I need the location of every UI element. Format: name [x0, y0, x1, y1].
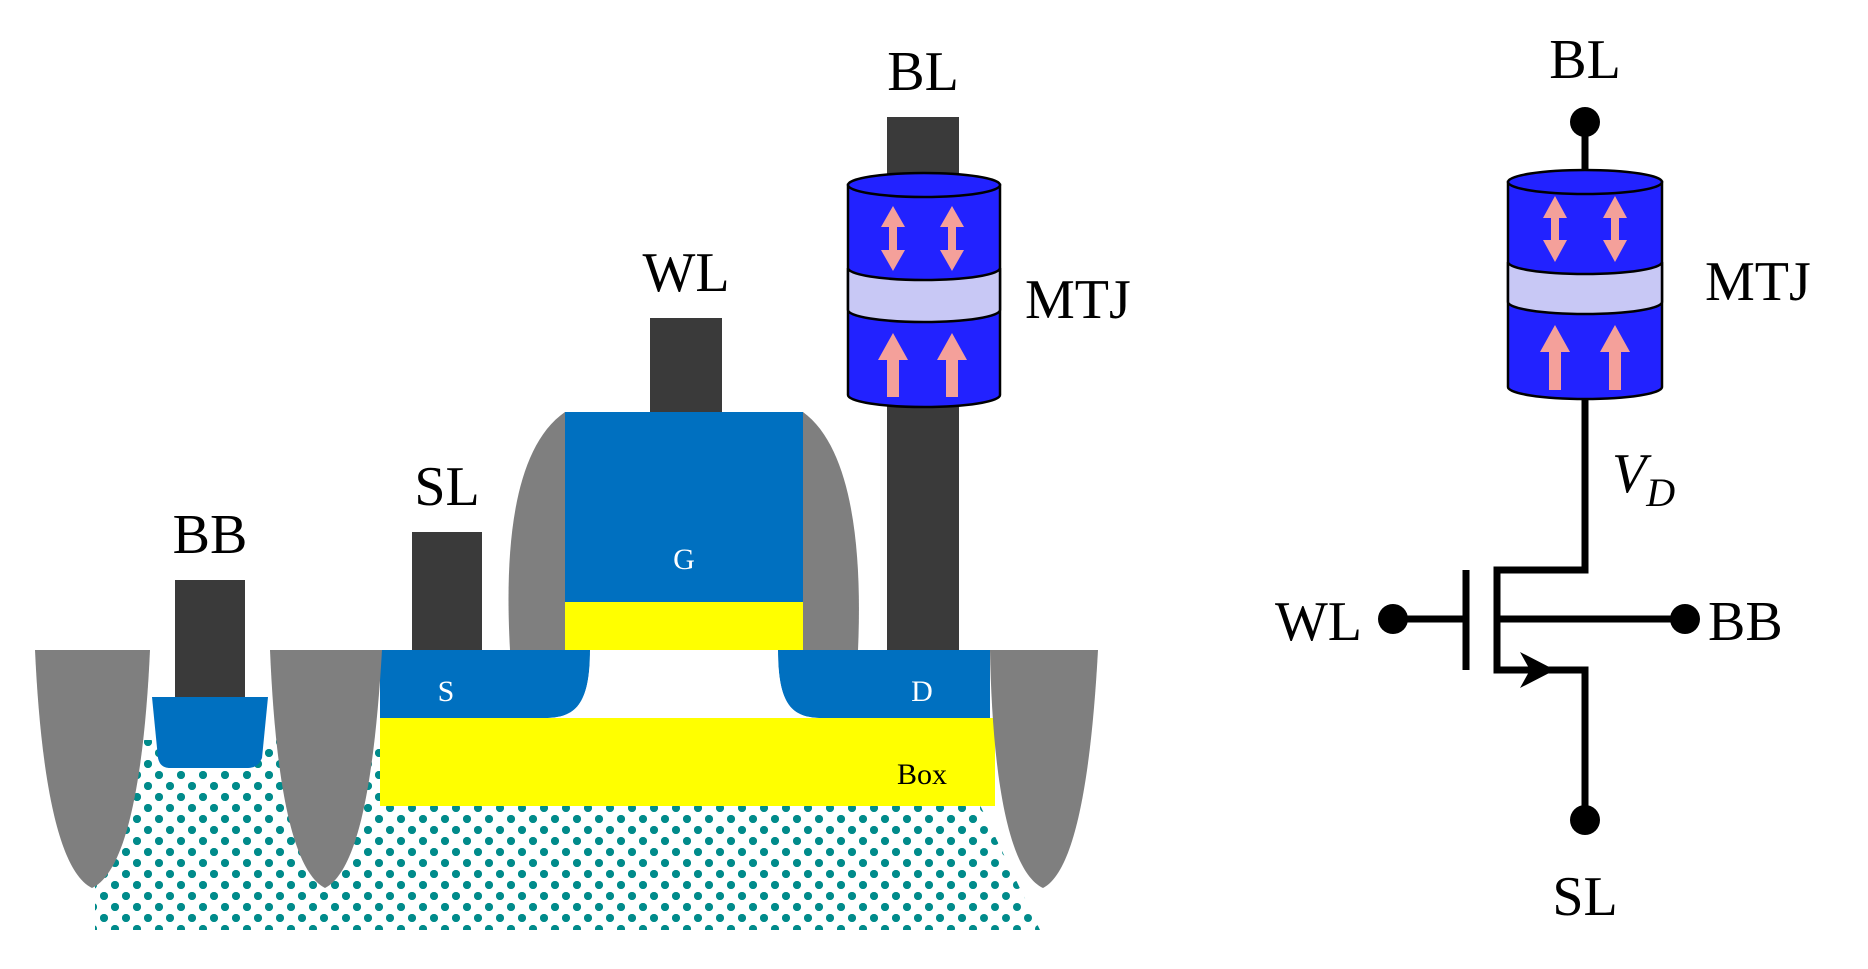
- double-arrow-icon: [940, 206, 964, 271]
- drain-wire: [1493, 399, 1589, 592]
- mtj-top: [846, 171, 1002, 199]
- up-arrow-icon: [1540, 325, 1570, 390]
- circuit-label-vd: VD: [1612, 443, 1675, 515]
- source-region: [380, 650, 590, 718]
- drain-label: D: [911, 675, 933, 708]
- gate-spacer-right: [803, 412, 859, 650]
- body-contact-region: [152, 697, 268, 768]
- trench-middle: [270, 650, 382, 888]
- bb-contact: [175, 580, 245, 697]
- label-wl: WL: [642, 242, 729, 304]
- label-bl: BL: [887, 41, 959, 103]
- mtj-symbol: [1506, 168, 1664, 401]
- label-mtj: MTJ: [1025, 269, 1131, 331]
- up-arrow-icon: [1600, 325, 1630, 390]
- trench-left: [35, 650, 150, 888]
- cross-section: BB SL WL BL MTJ G S D Box: [35, 41, 1131, 930]
- mtj-barrier: [846, 267, 1002, 324]
- double-arrow-icon: [1543, 196, 1567, 262]
- gate-spacer-left: [508, 412, 565, 650]
- mtj-cross-section: [846, 171, 1002, 409]
- drain-region: [778, 650, 990, 718]
- source-label: S: [438, 675, 455, 708]
- label-bb: BB: [173, 504, 248, 566]
- circuit-label-sl: SL: [1552, 866, 1617, 928]
- channel: [545, 650, 822, 718]
- circuit-label-bb: BB: [1708, 591, 1783, 653]
- up-arrow-icon: [878, 333, 908, 397]
- circuit-label-wl: WL: [1275, 591, 1362, 653]
- circuit-label-bl: BL: [1549, 29, 1621, 91]
- wl-contact: [650, 318, 722, 412]
- sl-terminal: [1570, 805, 1600, 835]
- gate-label: G: [673, 543, 695, 576]
- trench-right: [990, 650, 1098, 888]
- circuit-schematic: BL MTJ VD WL BB SL: [1275, 29, 1811, 928]
- source-arrow-icon: [1520, 652, 1555, 688]
- box-layer: [380, 718, 995, 806]
- sl-contact: [412, 532, 482, 650]
- label-sl: SL: [414, 456, 479, 518]
- mtj-barrier: [1506, 261, 1664, 316]
- vd-main: V: [1612, 443, 1652, 505]
- mtj-top: [1506, 168, 1664, 196]
- double-arrow-icon: [881, 206, 905, 271]
- circuit-label-mtj: MTJ: [1705, 251, 1811, 313]
- up-arrow-icon: [937, 333, 967, 397]
- vd-sub: D: [1645, 470, 1675, 515]
- gate: [565, 412, 803, 602]
- bb-terminal: [1670, 604, 1700, 634]
- double-arrow-icon: [1603, 196, 1627, 262]
- drain-contact: [887, 395, 959, 650]
- gate-oxide: [565, 602, 803, 650]
- box-label: Box: [897, 758, 947, 791]
